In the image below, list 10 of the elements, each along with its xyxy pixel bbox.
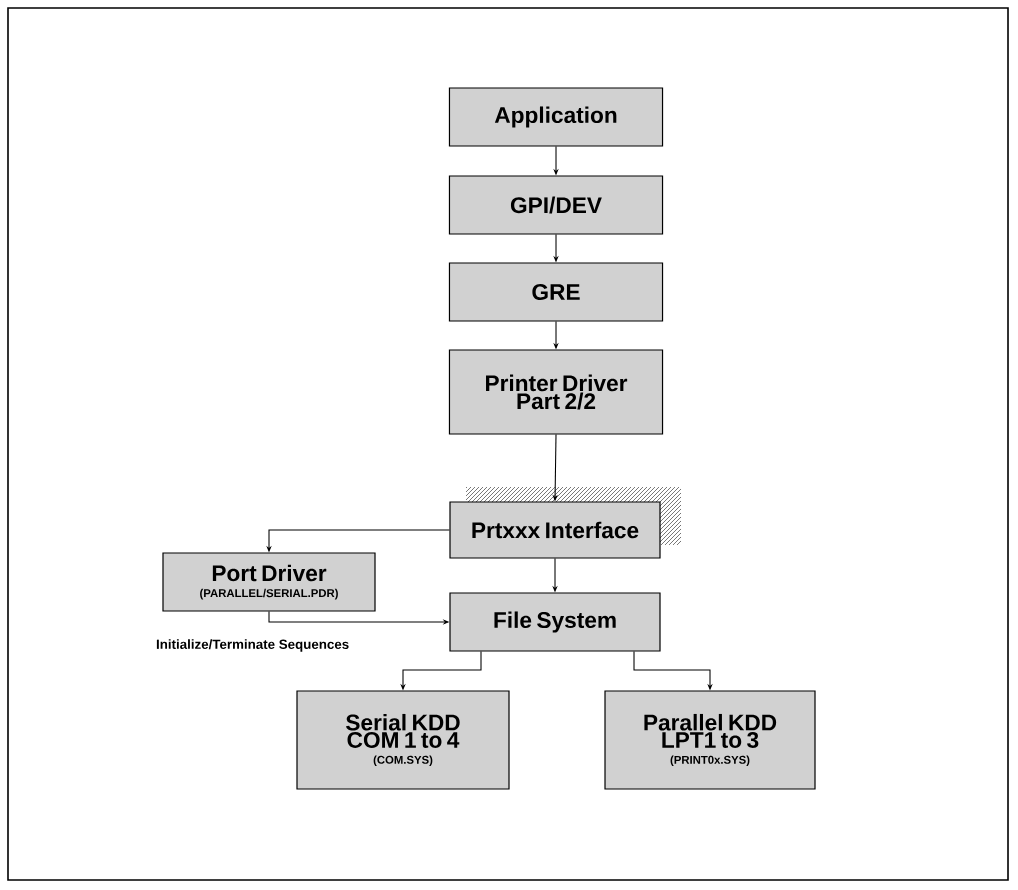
process-box: File System bbox=[449, 592, 661, 652]
edge-label: Initialize/Terminate Sequences bbox=[156, 639, 349, 652]
process-box: Serial KDD COM 1 to 4 (COM.SYS) bbox=[296, 690, 510, 790]
process-box: GPI/DEV bbox=[448, 175, 664, 235]
process-box: Printer Driver Part 2/2 bbox=[448, 349, 664, 435]
process-box: Parallel KDD LPT1 to 3 (PRINT0x.SYS) bbox=[604, 690, 816, 790]
process-box: Port Driver (PARALLEL/SERIAL.PDR) bbox=[162, 552, 376, 612]
process-box: Prtxxx Interface bbox=[449, 501, 661, 559]
process-box: GRE bbox=[448, 262, 664, 322]
process-box: Application bbox=[448, 87, 664, 147]
